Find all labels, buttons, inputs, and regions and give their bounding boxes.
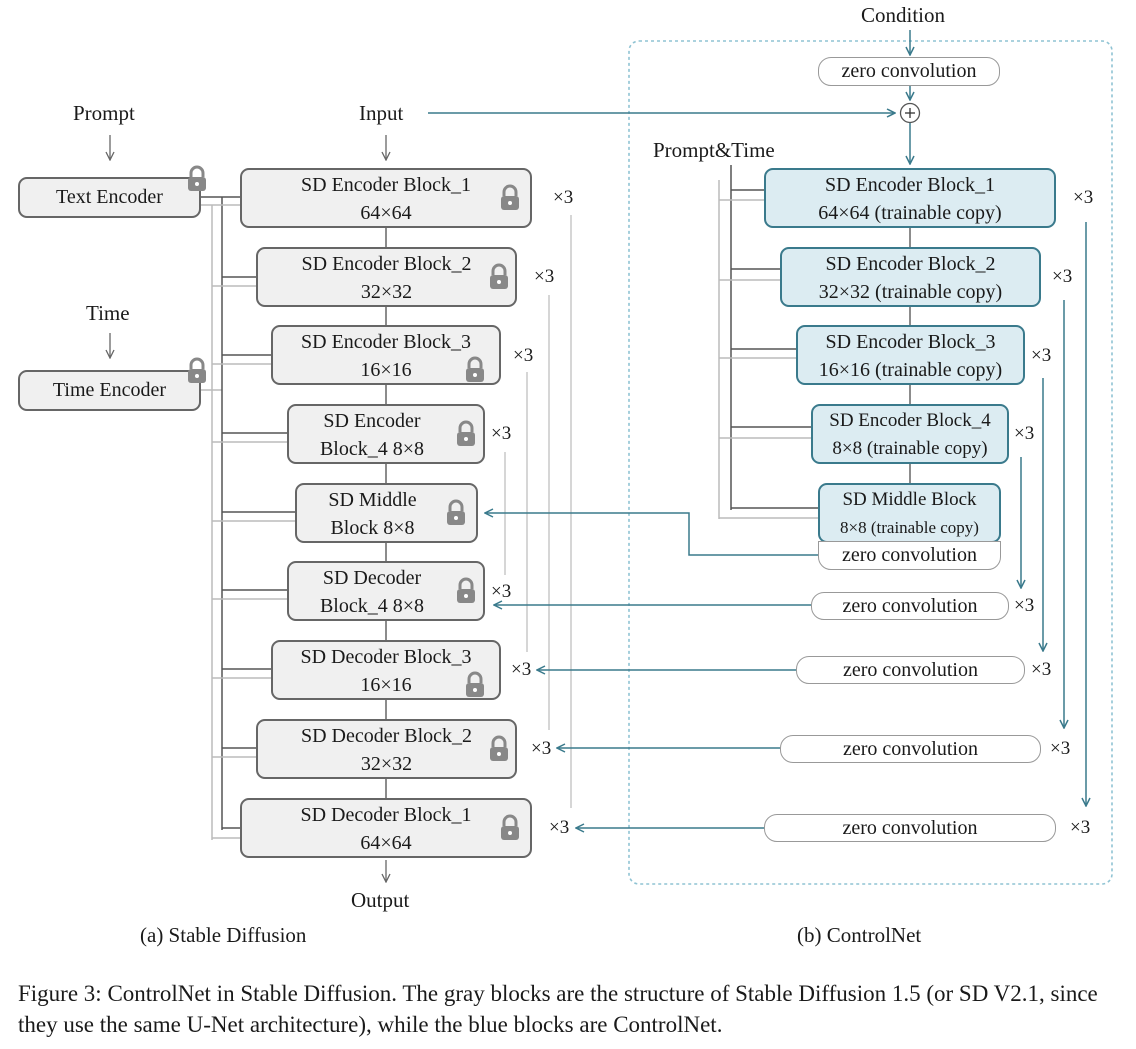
lock-icon — [466, 671, 484, 697]
prompt-time-label: Prompt&Time — [653, 138, 775, 162]
zero-convolution-1: zero convolution — [764, 814, 1056, 842]
block-resolution: 16×16 — [360, 674, 412, 696]
zero-convolution-label: zero convolution — [842, 817, 978, 839]
times-3-label: ×3 — [549, 817, 570, 838]
cn-encoder-block-2: SD Encoder Block_2 32×32 (trainable copy… — [780, 247, 1041, 307]
block-title: SD Encoder Block_3 — [825, 331, 996, 353]
sd-encoder-block-2: SD Encoder Block_2 32×32 — [256, 247, 517, 307]
cn-middle-block: SD Middle Block 8×8 (trainable copy) — [818, 483, 1001, 543]
zero-convolution-label: zero convolution — [843, 659, 978, 681]
block-title: SD Encoder Block_4 — [829, 410, 991, 431]
times-3-label: ×3 — [1031, 345, 1052, 366]
input-label: Input — [359, 101, 404, 125]
sd-decoder-block-1: SD Decoder Block_1 64×64 — [240, 798, 532, 858]
block-resolution: 16×16 (trainable copy) — [818, 359, 1003, 381]
condition-label: Condition — [861, 3, 946, 27]
zero-convolution-label: zero convolution — [841, 60, 977, 82]
figure-caption: Figure 3: ControlNet in Stable Diffusion… — [18, 981, 1098, 1037]
times-3-label: ×3 — [534, 266, 555, 287]
zero-convolution-2: zero convolution — [780, 735, 1041, 763]
text-encoder-block: Text Encoder — [18, 177, 201, 218]
time-label: Time — [86, 301, 130, 325]
cn-encoder-block-4: SD Encoder Block_4 8×8 (trainable copy) — [811, 404, 1009, 464]
zero-convolution-4: zero convolution — [811, 592, 1009, 620]
zero-convolution-label: zero convolution — [842, 595, 978, 617]
lock-icon — [188, 165, 206, 191]
block-title: SD Encoder Block_1 — [825, 174, 995, 196]
prompt-label: Prompt — [73, 101, 135, 125]
times-3-label: ×3 — [553, 187, 574, 208]
block-title: SD Middle Block — [842, 489, 977, 510]
sd-decoder-block-2: SD Decoder Block_2 32×32 — [256, 719, 517, 779]
text-encoder-label: Text Encoder — [56, 186, 163, 208]
block-title: SD Encoder Block_2 — [825, 253, 996, 275]
sd-middle-block: SD Middle Block 8×8 — [295, 483, 478, 543]
block-resolution: Block_4 8×8 — [319, 595, 425, 617]
lock-icon — [490, 263, 508, 289]
times-3-label: ×3 — [1052, 266, 1073, 287]
lock-icon — [490, 735, 508, 761]
block-title: SD Decoder Block_3 — [300, 646, 472, 668]
block-resolution: 64×64 — [360, 202, 412, 224]
times-3-label: ×3 — [491, 423, 512, 444]
controlnet-region — [628, 40, 1113, 885]
block-title: SD Encoder — [323, 410, 421, 432]
block-resolution: 32×32 (trainable copy) — [818, 281, 1003, 303]
block-title: SD Decoder Block_1 — [300, 804, 472, 826]
cn-encoder-block-1: SD Encoder Block_1 64×64 (trainable copy… — [764, 168, 1056, 228]
sd-encoder-block-4: SD Encoder Block_4 8×8 — [287, 404, 485, 464]
zero-convolution-condition: zero convolution — [818, 57, 1000, 86]
block-resolution: Block 8×8 — [330, 517, 415, 539]
time-encoder-label: Time Encoder — [52, 379, 167, 401]
subcaption-stable-diffusion: (a) Stable Diffusion — [140, 923, 307, 947]
lock-icon — [501, 814, 519, 840]
zero-convolution-3: zero convolution — [796, 656, 1025, 684]
lock-icon — [457, 577, 475, 603]
time-encoder-block: Time Encoder — [18, 370, 201, 411]
block-title: SD Encoder Block_1 — [301, 174, 471, 196]
times-3-label: ×3 — [511, 659, 532, 680]
block-resolution: 64×64 — [360, 832, 412, 854]
times-3-label: ×3 — [513, 345, 534, 366]
times-3-label: ×3 — [1014, 423, 1035, 444]
sd-encoder-block-3: SD Encoder Block_3 16×16 — [271, 325, 501, 385]
times-3-label: ×3 — [1031, 659, 1052, 680]
lock-icon — [501, 184, 519, 210]
zero-convolution-label: zero convolution — [843, 738, 978, 760]
zero-convolution-label: zero convolution — [842, 544, 977, 566]
times-3-label: ×3 — [491, 581, 512, 602]
lock-icon — [188, 357, 206, 383]
block-title: SD Encoder Block_3 — [301, 331, 471, 353]
times-3-label: ×3 — [531, 738, 552, 759]
subcaption-controlnet: (b) ControlNet — [797, 923, 922, 947]
sd-encoder-block-1: SD Encoder Block_1 64×64 — [240, 168, 532, 228]
sd-decoder-block-3: SD Decoder Block_3 16×16 — [271, 640, 501, 700]
block-title: SD Decoder — [322, 567, 422, 589]
sd-decoder-block-4: SD Decoder Block_4 8×8 — [287, 561, 485, 621]
block-resolution: 32×32 — [360, 281, 413, 303]
times-3-label: ×3 — [1050, 738, 1071, 759]
block-title: SD Encoder Block_2 — [301, 253, 472, 275]
block-resolution: 8×8 (trainable copy) — [832, 438, 988, 459]
times-3-label: ×3 — [1070, 817, 1091, 838]
cn-encoder-block-3: SD Encoder Block_3 16×16 (trainable copy… — [796, 325, 1025, 385]
zero-convolution-middle: zero convolution — [818, 541, 1001, 570]
block-resolution: Block_4 8×8 — [319, 438, 425, 460]
block-resolution: 8×8 (trainable copy) — [840, 518, 979, 537]
block-title: SD Decoder Block_2 — [300, 725, 473, 747]
times-3-label: ×3 — [1014, 595, 1035, 616]
block-resolution: 32×32 — [360, 753, 413, 775]
lock-icon — [457, 420, 475, 446]
lock-icon — [447, 499, 465, 525]
block-title: SD Middle — [328, 489, 417, 511]
block-resolution: 64×64 (trainable copy) — [818, 202, 1002, 224]
lock-icon — [466, 356, 484, 382]
times-3-label: ×3 — [1073, 187, 1094, 208]
block-resolution: 16×16 — [360, 359, 412, 381]
output-label: Output — [351, 888, 410, 912]
